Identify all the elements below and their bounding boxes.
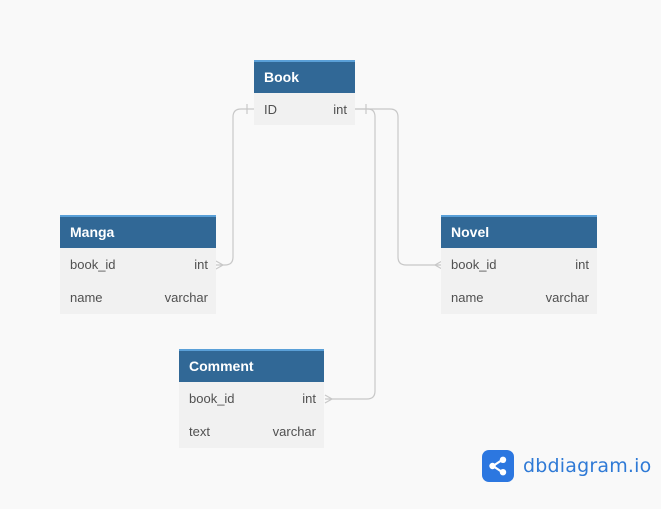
column-name: name <box>70 290 103 305</box>
table-novel[interactable]: Novel book_id int name varchar <box>441 215 597 314</box>
column-type: int <box>194 257 208 272</box>
many-marker <box>324 394 334 404</box>
many-marker <box>215 260 225 270</box>
table-comment[interactable]: Comment book_id int text varchar <box>179 349 324 448</box>
relationship-book-novel[interactable] <box>355 104 443 270</box>
table-body: book_id int name varchar <box>441 248 597 314</box>
column-name: book_id <box>189 391 235 406</box>
table-header[interactable]: Book <box>254 60 355 93</box>
column-type: int <box>302 391 316 406</box>
column-type: varchar <box>545 290 589 305</box>
column-name: book_id <box>70 257 116 272</box>
table-body: book_id int name varchar <box>60 248 216 314</box>
relationship-book-comment[interactable] <box>324 108 376 404</box>
relationship-book-manga[interactable] <box>215 104 254 270</box>
brand-logo: dbdiagram.io <box>482 450 651 482</box>
column-row[interactable]: name varchar <box>60 281 216 314</box>
column-type: varchar <box>164 290 208 305</box>
table-book[interactable]: Book ID int <box>254 60 355 125</box>
table-body: book_id int text varchar <box>179 382 324 448</box>
column-type: int <box>333 101 347 117</box>
column-row[interactable]: text varchar <box>179 415 324 448</box>
column-row[interactable]: ID int <box>254 93 355 125</box>
column-row[interactable]: book_id int <box>441 248 597 281</box>
column-type: varchar <box>272 424 316 439</box>
column-name: text <box>189 424 210 439</box>
share-nodes-icon <box>482 450 514 482</box>
column-name: ID <box>264 101 277 117</box>
column-type: int <box>575 257 589 272</box>
column-row[interactable]: book_id int <box>60 248 216 281</box>
table-header[interactable]: Novel <box>441 215 597 248</box>
table-body: ID int <box>254 93 355 125</box>
brand-name: dbdiagram.io <box>523 455 652 477</box>
column-name: name <box>451 290 484 305</box>
column-row[interactable]: name varchar <box>441 281 597 314</box>
table-header[interactable]: Manga <box>60 215 216 248</box>
column-row[interactable]: book_id int <box>179 382 324 415</box>
table-manga[interactable]: Manga book_id int name varchar <box>60 215 216 314</box>
table-header[interactable]: Comment <box>179 349 324 382</box>
column-name: book_id <box>451 257 497 272</box>
many-marker <box>433 260 443 270</box>
